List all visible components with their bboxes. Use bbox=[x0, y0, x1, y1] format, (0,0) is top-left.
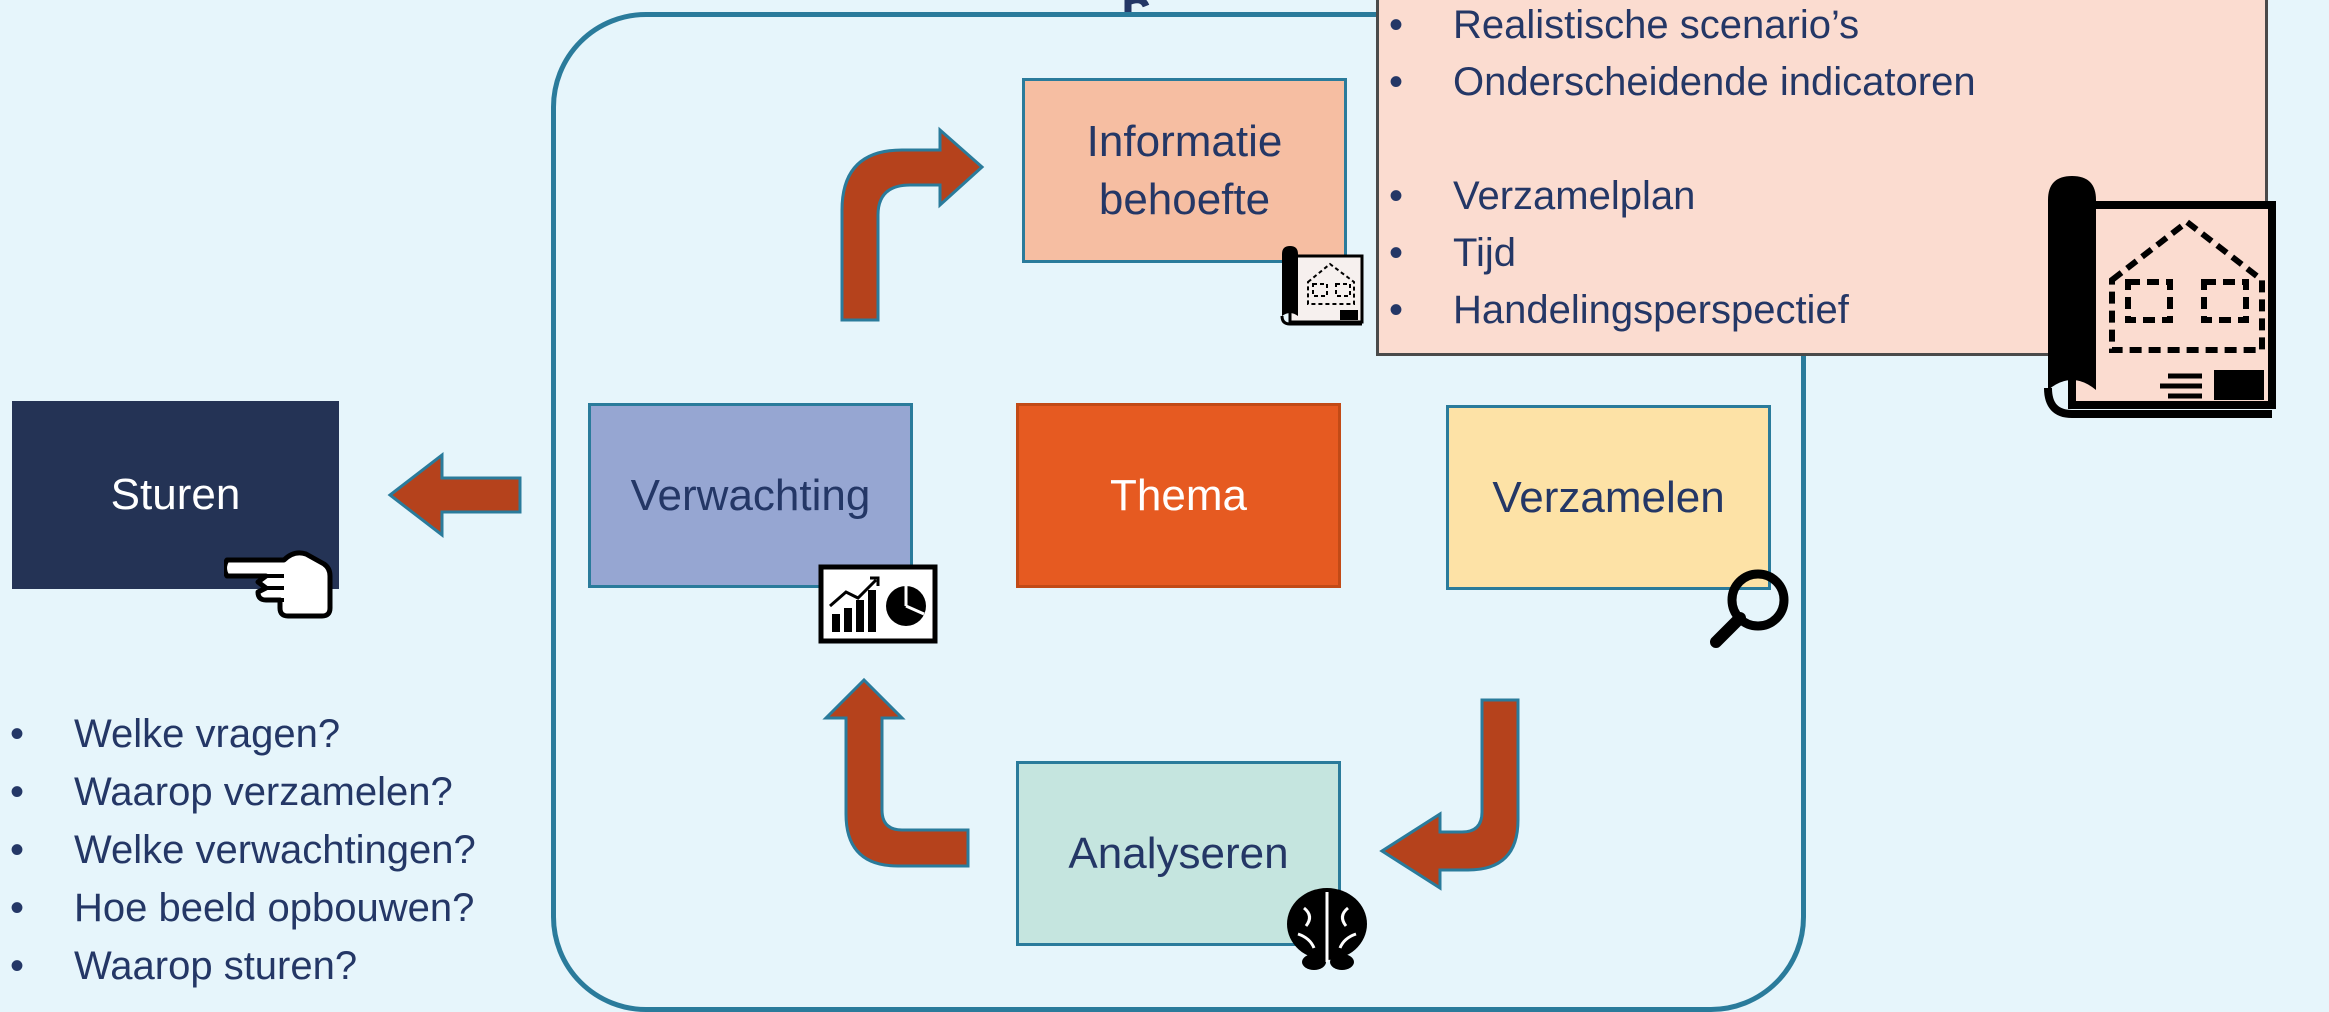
blueprint-icon bbox=[2044, 176, 2276, 418]
node-verwachting: Verwachting bbox=[588, 403, 913, 588]
node-verzamelen-label: Verzamelen bbox=[1492, 472, 1725, 522]
node-analyseren-label: Analyseren bbox=[1068, 828, 1289, 878]
question-item: Welke verwachtingen? bbox=[0, 821, 560, 879]
question-item: Welke vragen? bbox=[0, 705, 560, 763]
pointing-hand-icon bbox=[224, 550, 333, 619]
cycle-arrows bbox=[387, 126, 1520, 891]
node-analyseren: Analyseren bbox=[1016, 761, 1341, 946]
arrow-to-sturen bbox=[387, 451, 522, 539]
question-item: Waarop verzamelen? bbox=[0, 763, 560, 821]
magnifier-icon bbox=[1710, 569, 1789, 648]
info-item: Onderscheidende indicatoren bbox=[1379, 54, 2265, 111]
node-sturen-label: Sturen bbox=[110, 470, 241, 520]
question-item: Hoe beeld opbouwen? bbox=[0, 879, 560, 937]
blueprint-small-icon bbox=[1280, 246, 1364, 326]
node-thema-label: Thema bbox=[1110, 470, 1247, 520]
node-informatie-label: Informatie behoefte bbox=[1086, 117, 1283, 224]
info-item: Tijd bbox=[1379, 225, 2265, 282]
title-fragment bbox=[1124, 0, 1150, 12]
arrow-to-informatie bbox=[840, 126, 985, 322]
node-verwachting-label: Verwachting bbox=[630, 470, 871, 520]
brain-icon bbox=[1287, 888, 1367, 970]
arrow-to-verwachting bbox=[822, 677, 970, 868]
info-item: Verzamelplan bbox=[1379, 168, 2265, 225]
info-item: Handelingsperspectief bbox=[1379, 282, 2265, 339]
dashboard-chart-icon bbox=[818, 564, 938, 644]
node-thema: Thema bbox=[1016, 403, 1341, 588]
node-informatie-behoefte: Informatie behoefte bbox=[1022, 78, 1347, 263]
info-item: Realistische scenario’s bbox=[1379, 0, 2265, 54]
node-verzamelen: Verzamelen bbox=[1446, 405, 1771, 590]
arrow-to-analyseren bbox=[1379, 698, 1520, 891]
questions-list: Welke vragen? Waarop verzamelen? Welke v… bbox=[0, 705, 560, 995]
info-panel-list: Realistische scenario’s Onderscheidende … bbox=[1379, 0, 2265, 339]
question-item: Waarop sturen? bbox=[0, 937, 560, 995]
